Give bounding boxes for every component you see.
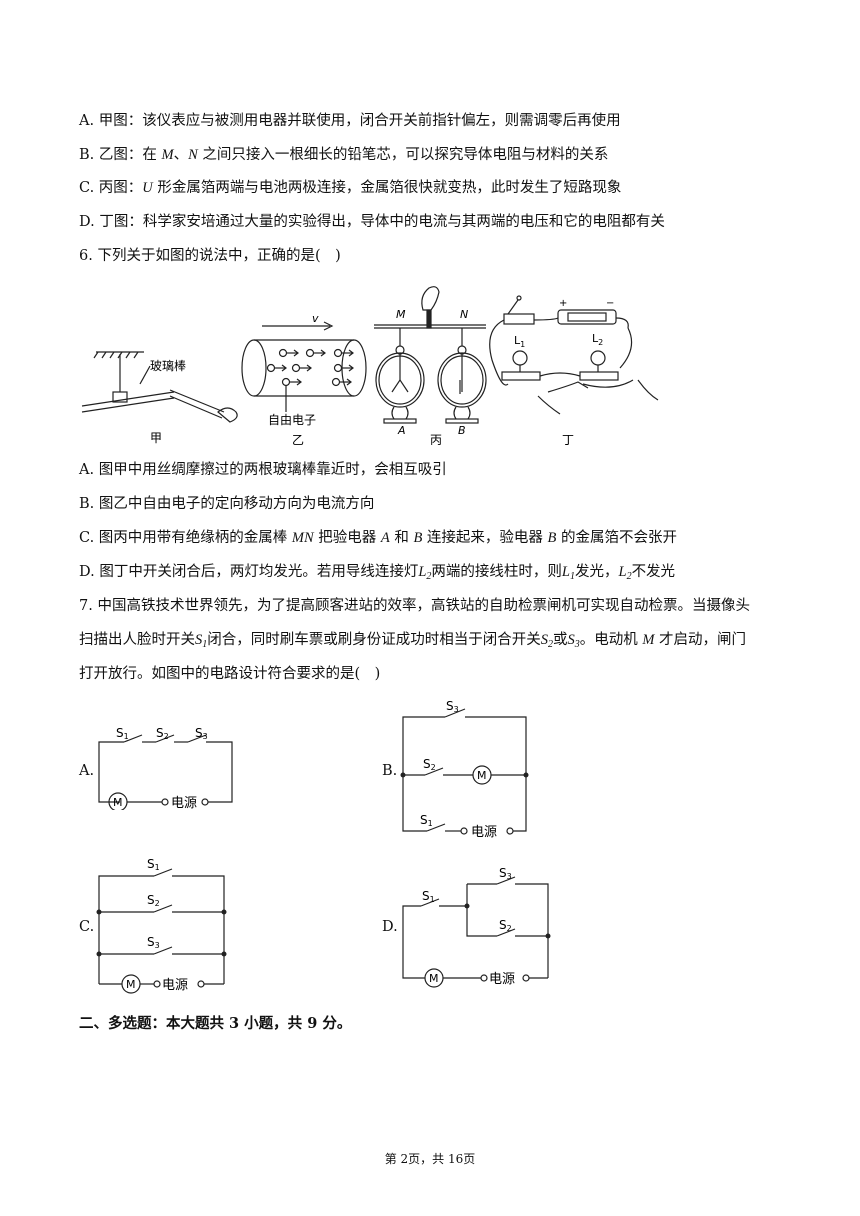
circuit-b-s3: S3 [446,699,459,714]
circuit-b-s2: S2 [423,757,436,772]
q7-stem-line2: 扫描出人脸时开关S1闭合，同时刷车票或刷身份证成功时相当于闭合开关S2或S3。电… [79,632,747,650]
circuit-c-s1: S1 [147,857,160,872]
q7-option-d-label: D. [382,919,398,935]
q7-option-c-label: C. [79,919,95,935]
circuit-a-s2: S2 [156,726,169,741]
q6-option-a: A. 图甲中用丝绸摩擦过的两根玻璃棒靠近时，会相互吸引 [79,462,447,478]
q5-option-a: A. 甲图：该仪表应与被测用电器并联使用，闭合开关前指针偏左，则需调零后再使用 [79,113,621,129]
plus-label: + [559,298,567,309]
q5-option-b: B. 乙图：在 M、N 之间只接入一根细长的铅笔芯，可以探究导体电阻与材料的关系 [79,147,609,163]
glass-rod-label: 玻璃棒 [150,359,186,373]
circuit-c: S1 S2 S3 M 电源 [96,857,227,994]
q6-option-d: D. 图丁中开关闭合后，两灯均发光。若用导线连接灯L2两端的接线柱时，则L1发光… [79,564,676,582]
circuit-c-s2: S2 [147,893,160,908]
circuit-c-power: 电源 [162,978,188,993]
figure-ding [489,295,659,415]
q7-option-a-label: A. [79,763,95,779]
l2-label: L2 [592,332,603,347]
figure-jia [81,351,238,423]
q7-option-b-label: B. [382,763,398,779]
free-electron-label: 自由电子 [268,413,316,427]
minus-label: − [606,298,614,309]
circuit-a-power: 电源 [171,796,197,810]
circuit-d-s3: S3 [499,866,512,881]
q6-figure: 玻璃棒 甲 v 自由电子 乙 [81,286,659,447]
jia-label: 甲 [150,431,162,445]
figure-yi [241,321,367,412]
l1-label: L1 [514,334,525,349]
circuit-b: S3 S2 M S1 电源 [400,699,529,840]
circuit-d-power: 电源 [489,972,515,987]
q6-option-b: B. 图乙中自由电子的定向移动方向为电流方向 [79,496,375,512]
circuit-b-power: 电源 [471,825,497,840]
a-label: A [397,424,406,437]
circuit-d-motor: M [429,972,439,985]
b-label: B [458,424,466,437]
q7-stem-line3: 打开放行。如图中的电路设计符合要求的是( ) [79,666,381,682]
figure-bing [374,286,487,424]
q5-option-c: C. 丙图：U 形金属箔两端与电池两极连接，金属箔很快就变热，此时发生了短路现象 [79,180,622,196]
page-footer: 第 2页，共 16页 [384,1152,476,1166]
circuit-a-motor: M [113,796,123,809]
q6-option-c: C. 图丙中用带有绝缘柄的金属棒 MN 把验电器 A 和 B 连接起来，验电器 … [79,530,677,546]
n-label: N [460,308,468,321]
q6-stem: 6. 下列关于如图的说法中，正确的是( ) [79,248,341,264]
m-label: M [396,308,406,321]
circuit-d: S1 S3 S2 M 电源 [402,866,551,988]
circuit-d-s1: S1 [422,889,435,904]
bing-label: 丙 [430,433,442,447]
circuit-a-s1: S1 [116,726,129,741]
ding-label: 丁 [562,433,574,447]
circuit-a: S1 S2 S3 M 电源 [98,726,233,810]
circuit-c-s3: S3 [147,935,160,950]
circuit-c-motor: M [126,978,136,991]
q7-stem-line1: 7. 中国高铁技术世界领先，为了提高顾客进站的效率，高铁站的自助检票闸机可实现自… [79,598,750,614]
velocity-label: v [312,312,319,325]
circuit-a-s3: S3 [195,726,208,741]
circuit-d-s2: S2 [499,918,512,933]
circuit-b-s1: S1 [420,813,433,828]
section-2-header: 二、多选题：本大题共 3 小题，共 9 分。 [79,1015,352,1032]
yi-label: 乙 [292,433,304,447]
q5-option-d: D. 丁图：科学家安培通过大量的实验得出，导体中的电流与其两端的电压和它的电阻都… [79,214,665,230]
circuit-b-motor: M [477,769,487,782]
